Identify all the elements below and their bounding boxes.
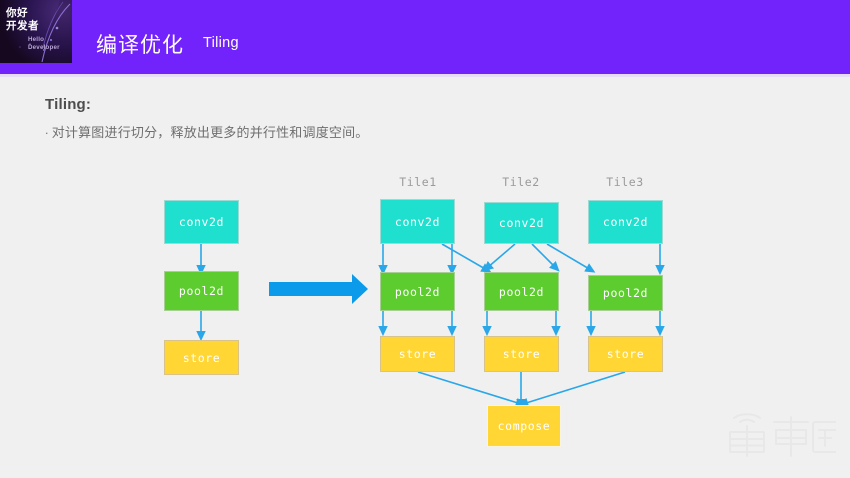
node-tile3-pool2d[interactable]: pool2d	[588, 275, 663, 311]
node-label: pool2d	[498, 284, 545, 299]
logo-en-line1: Hello	[28, 36, 45, 43]
edge-t2conv-t2pool-right	[531, 243, 560, 272]
node-tile1-pool2d[interactable]: pool2d	[380, 272, 455, 311]
node-left-conv2d[interactable]: conv2d	[164, 200, 239, 244]
page-subtitle: Tiling	[203, 35, 239, 51]
node-compose[interactable]: compose	[487, 405, 561, 447]
edge-t1conv-t2pool	[441, 243, 492, 273]
logo-cn-line2: 开发者	[6, 19, 39, 32]
slide-header	[0, 0, 850, 74]
node-label: compose	[497, 419, 551, 433]
node-tile2-conv2d[interactable]: conv2d	[484, 202, 559, 244]
node-label: conv2d	[498, 216, 545, 230]
logo-en-line2: Developer	[28, 44, 60, 51]
node-tile3-conv2d[interactable]: conv2d	[588, 200, 663, 244]
node-label: conv2d	[394, 214, 441, 229]
logo-cn-line1: 你好	[6, 7, 28, 19]
node-label: pool2d	[394, 284, 441, 299]
logo-chinese-text: 你好 开发者	[6, 7, 39, 32]
edge-t2conv-t3pool	[546, 243, 596, 273]
tile-label-2: Tile2	[502, 175, 540, 189]
bullet-item: ·对计算图进行切分，释放出更多的并行性和调度空间。	[45, 122, 369, 141]
node-label: store	[182, 350, 221, 365]
brand-logo: 你好 开发者 Hello Developer	[0, 0, 72, 63]
header-divider	[0, 74, 850, 77]
node-label: pool2d	[178, 284, 225, 298]
node-tile3-store[interactable]: store	[588, 336, 663, 372]
node-tile1-store[interactable]: store	[380, 336, 455, 372]
node-label: conv2d	[178, 215, 225, 229]
node-tile2-pool2d[interactable]: pool2d	[484, 272, 559, 311]
transform-arrow-icon	[269, 274, 368, 304]
tile-label-3: Tile3	[606, 175, 644, 189]
bullet-label: 对计算图进行切分，释放出更多的并行性和调度空间。	[51, 126, 369, 141]
edge-t1-store-compose	[417, 371, 526, 408]
node-left-store[interactable]: store	[164, 340, 239, 375]
section-title: Tiling:	[45, 96, 92, 113]
page-title: 编译优化	[96, 33, 184, 57]
node-label: pool2d	[602, 286, 649, 300]
watermark-chedongxi	[728, 413, 836, 458]
node-label: store	[398, 347, 437, 361]
bullet-marker: ·	[45, 127, 49, 140]
node-left-pool2d[interactable]: pool2d	[164, 271, 239, 311]
logo-swoosh-icon	[19, 0, 72, 63]
logo-english-text: Hello Developer	[28, 36, 60, 52]
edge-t3-store-compose	[518, 371, 626, 408]
node-tile1-conv2d[interactable]: conv2d	[380, 199, 455, 244]
node-label: store	[502, 347, 541, 361]
node-label: store	[606, 347, 645, 361]
tile-label-1: Tile1	[399, 175, 437, 189]
node-tile2-store[interactable]: store	[484, 336, 559, 372]
edge-t2conv-t2pool	[483, 243, 516, 272]
node-label: conv2d	[602, 215, 649, 229]
